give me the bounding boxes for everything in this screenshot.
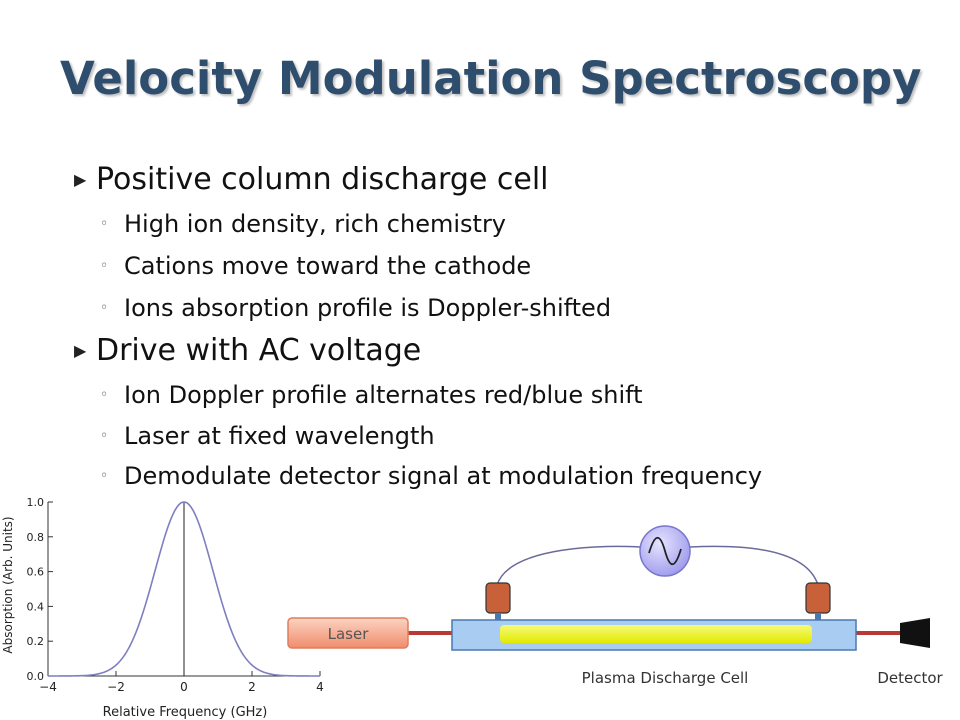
sub-bullet-laser-fixed: ◦ Laser at fixed wavelength: [100, 421, 435, 451]
sub-bullet-text: Demodulate detector signal at modulation…: [124, 462, 763, 490]
y-tick-label: 0.8: [27, 531, 45, 544]
left-electrode: [485, 582, 511, 614]
laser-label: Laser: [328, 625, 370, 643]
x-tick-label: 0: [180, 680, 188, 694]
right-electrode: [805, 582, 831, 614]
chart-marks: [48, 501, 320, 677]
detector-icon: [900, 618, 930, 648]
chart-axes: −4 −2 0 2 4 0.0 0.2 0.4 0.6 0.8 1.0: [27, 496, 324, 694]
bullet-arrow-icon: ▶: [74, 341, 87, 360]
y-tick-label: 1.0: [27, 496, 45, 509]
sub-bullet-text: Ions absorption profile is Doppler-shift…: [124, 294, 612, 322]
sub-bullet-ring-icon: ◦: [100, 300, 109, 316]
cell-label: Plasma Discharge Cell: [582, 669, 749, 687]
ac-source-icon: [639, 525, 691, 577]
y-tick-label: 0.2: [27, 635, 45, 648]
laser-box: [287, 617, 409, 649]
sub-bullet-ion-density: ◦ High ion density, rich chemistry: [100, 209, 506, 239]
sub-bullet-ring-icon: ◦: [100, 428, 109, 444]
bullet-arrow-icon: ▶: [74, 170, 87, 189]
y-tick-label: 0.6: [27, 566, 45, 579]
sub-bullet-cations: ◦ Cations move toward the cathode: [100, 251, 531, 281]
sub-bullet-text: Laser at fixed wavelength: [124, 422, 435, 450]
sub-bullet-text: High ion density, rich chemistry: [124, 210, 507, 238]
sub-bullet-demodulate: ◦ Demodulate detector signal at modulatio…: [100, 461, 762, 491]
y-axis-label: Absorption (Arb. Units): [1, 516, 15, 653]
x-tick-label: 4: [316, 680, 324, 694]
setup-diagram: Laser Plasma Discharge Cell Detector: [287, 525, 944, 687]
sub-bullet-ring-icon: ◦: [100, 258, 109, 274]
sub-bullet-red-blue: ◦ Ion Doppler profile alternates red/blue…: [100, 380, 643, 410]
bullet-text: Drive with AC voltage: [96, 333, 422, 368]
y-tick-label: 0.4: [27, 600, 45, 613]
sub-bullet-ring-icon: ◦: [100, 468, 109, 484]
sub-bullet-ring-icon: ◦: [100, 216, 109, 232]
x-tick-label: −2: [107, 680, 125, 694]
slide-title: Velocity Modulation Spectroscopy: [60, 52, 922, 105]
plasma-column: [500, 625, 812, 643]
bullet-ac-voltage: ▶ Drive with AC voltage: [74, 333, 421, 369]
x-tick-label: −4: [39, 680, 57, 694]
bullet-positive-column: ▶ Positive column discharge cell: [74, 162, 549, 198]
sub-bullet-ring-icon: ◦: [100, 387, 109, 403]
right-wire: [689, 545, 819, 586]
x-axis-label: Relative Frequency (GHz): [103, 705, 268, 720]
left-wire: [496, 545, 641, 586]
x-tick-label: 2: [248, 680, 256, 694]
sub-bullet-doppler-shift: ◦ Ions absorption profile is Doppler-shif…: [100, 293, 611, 323]
absorption-curve: [48, 501, 320, 677]
sub-bullet-text: Cations move toward the cathode: [124, 252, 532, 280]
y-tick-label: 0.0: [27, 670, 45, 683]
detector-label: Detector: [877, 669, 943, 687]
sub-bullet-text: Ion Doppler profile alternates red/blue …: [124, 381, 643, 409]
doppler-profile-chart: −4 −2 0 2 4 0.0 0.2 0.4 0.6 0.8 1.0 Relative Frequ…: [1, 496, 324, 720]
bullet-text: Positive column discharge cell: [96, 162, 549, 197]
